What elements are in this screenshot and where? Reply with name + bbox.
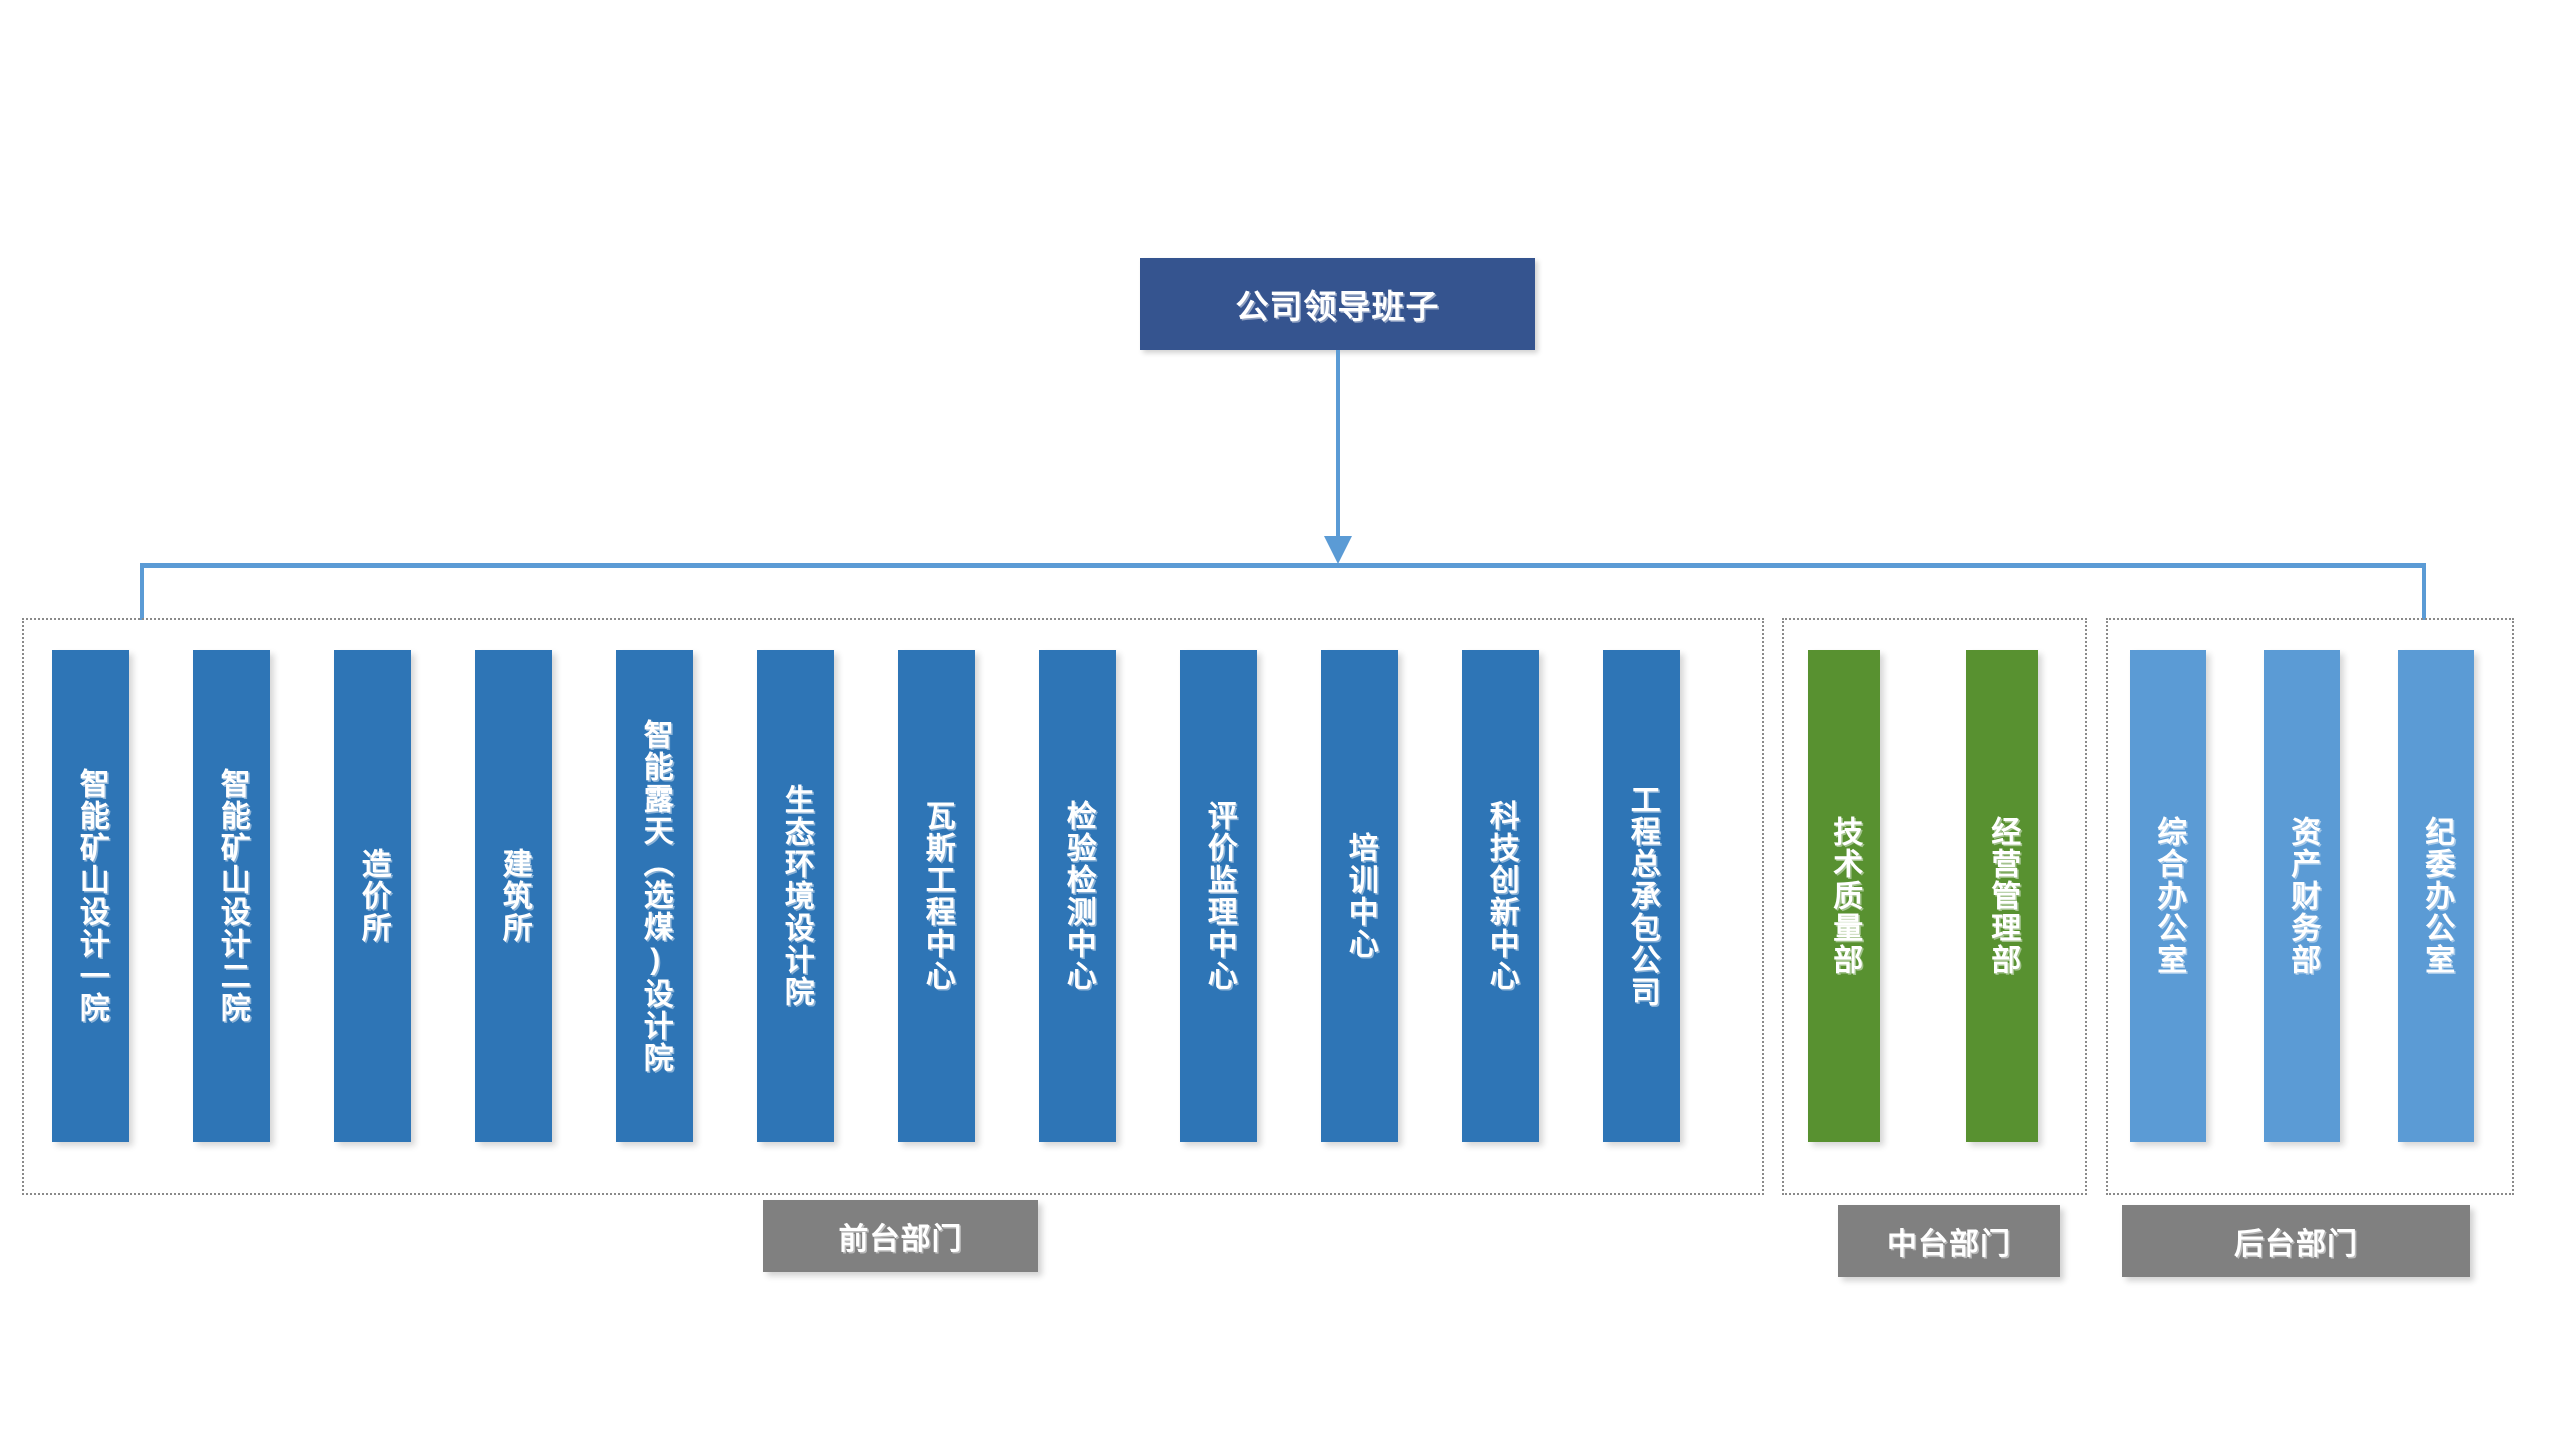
group-container-middle-office: 技术质量部 经营管理部 <box>1782 618 2087 1195</box>
department-box[interactable]: 资产财务部 <box>2264 650 2340 1142</box>
department-box[interactable]: 检验检测中心 <box>1039 650 1116 1142</box>
department-box[interactable]: 纪委办公室 <box>2398 650 2474 1142</box>
department-box[interactable]: 经营管理部 <box>1966 650 2038 1142</box>
department-label: 瓦斯工程中心 <box>920 800 954 992</box>
department-label: 智能露天（选煤)设计院 <box>638 718 672 1074</box>
connector-drop-right <box>2422 563 2426 620</box>
connector-horizontal-bus <box>140 563 2426 568</box>
department-box[interactable]: 造价所 <box>334 650 411 1142</box>
department-box[interactable]: 智能矿山设计二院 <box>193 650 270 1142</box>
department-label: 智能矿山设计二院 <box>215 768 249 1024</box>
department-label: 检验检测中心 <box>1061 800 1095 992</box>
root-node-company-leadership[interactable]: 公司领导班子 <box>1140 258 1535 350</box>
department-box[interactable]: 瓦斯工程中心 <box>898 650 975 1142</box>
department-box[interactable]: 综合办公室 <box>2130 650 2206 1142</box>
department-box[interactable]: 生态环境设计院 <box>757 650 834 1142</box>
department-label: 工程总承包公司 <box>1625 784 1659 1008</box>
department-box[interactable]: 智能露天（选煤)设计院 <box>616 650 693 1142</box>
tier-label-back-office[interactable]: 后台部门 <box>2122 1205 2470 1277</box>
connector-drop-left <box>140 563 144 620</box>
department-label: 造价所 <box>356 848 390 944</box>
tier-label-text: 中台部门 <box>1887 1228 2011 1261</box>
tier-label-middle-office[interactable]: 中台部门 <box>1838 1205 2060 1277</box>
department-label: 综合办公室 <box>2152 816 2186 976</box>
connector-vertical-stem <box>1336 350 1340 540</box>
department-box[interactable]: 建筑所 <box>475 650 552 1142</box>
connector-arrowhead-icon <box>1324 536 1352 564</box>
department-box[interactable]: 评价监理中心 <box>1180 650 1257 1142</box>
department-label: 纪委办公室 <box>2420 816 2454 976</box>
tier-label-text: 后台部门 <box>2234 1228 2358 1261</box>
department-label: 技术质量部 <box>1828 816 1862 976</box>
department-label: 经营管理部 <box>1986 816 2020 976</box>
department-label: 科技创新中心 <box>1484 800 1518 992</box>
department-box[interactable]: 培训中心 <box>1321 650 1398 1142</box>
department-label: 资产财务部 <box>2286 816 2320 976</box>
department-box[interactable]: 技术质量部 <box>1808 650 1880 1142</box>
department-label: 评价监理中心 <box>1202 800 1236 992</box>
department-box[interactable]: 工程总承包公司 <box>1603 650 1680 1142</box>
department-box[interactable]: 科技创新中心 <box>1462 650 1539 1142</box>
department-label: 建筑所 <box>497 848 531 944</box>
tier-label-front-office[interactable]: 前台部门 <box>763 1200 1038 1272</box>
group-container-back-office: 综合办公室 资产财务部 纪委办公室 <box>2106 618 2514 1195</box>
department-label: 生态环境设计院 <box>779 784 813 1008</box>
department-box[interactable]: 智能矿山设计一院 <box>52 650 129 1142</box>
department-label: 智能矿山设计一院 <box>74 768 108 1024</box>
group-container-front-office: 智能矿山设计一院 智能矿山设计二院 造价所 建筑所 智能露天（选煤)设计院 生态环境设计院… <box>22 618 1764 1195</box>
department-label: 培训中心 <box>1343 832 1377 960</box>
tier-label-text: 前台部门 <box>838 1223 963 1256</box>
root-node-label: 公司领导班子 <box>1235 288 1440 325</box>
